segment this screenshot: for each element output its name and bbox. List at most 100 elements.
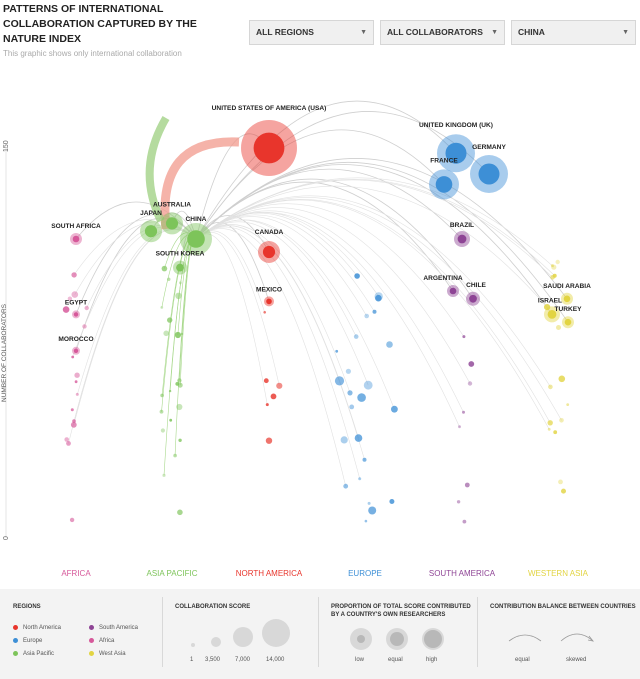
minor-country-dots	[62, 259, 570, 524]
country-bubble[interactable]	[161, 212, 183, 235]
y-tick-label: 0	[3, 536, 10, 540]
minor-country-dot	[263, 378, 269, 384]
minor-country-dot	[66, 441, 71, 446]
region-filter-dropdown[interactable]: ALL REGIONS ▼	[249, 20, 374, 45]
region-axis-label[interactable]: ASIA PACIFIC	[147, 569, 198, 578]
region-filter-label: ALL REGIONS	[256, 27, 314, 37]
minor-country-dot	[343, 483, 349, 489]
minor-country-dot	[347, 390, 353, 396]
country-bubble[interactable]	[241, 120, 297, 176]
collaborator-filter-dropdown[interactable]: ALL COLLABORATORS ▼	[380, 20, 505, 45]
country-label: ISRAEL	[538, 297, 562, 304]
minor-country-dot	[276, 382, 283, 389]
country-filter-dropdown[interactable]: CHINA ▼	[511, 20, 636, 45]
minor-country-dot	[265, 437, 273, 444]
minor-country-dot	[70, 421, 77, 428]
minor-country-dot	[159, 409, 164, 414]
minor-country-dot	[168, 389, 172, 393]
country-filter-label: CHINA	[518, 27, 545, 37]
country-bubble[interactable]	[173, 260, 187, 275]
chevron-down-icon: ▼	[491, 29, 498, 36]
country-bubble[interactable]	[466, 291, 480, 306]
page-subtitle: This graphic shows only international co…	[3, 49, 182, 58]
minor-country-dot	[70, 408, 74, 412]
minor-country-dot	[389, 499, 395, 504]
legend-regions-heading: REGIONS	[13, 604, 41, 610]
region-axis-label[interactable]: EUROPE	[348, 569, 382, 578]
minor-country-dot	[467, 381, 473, 386]
country-bubble[interactable]	[258, 241, 280, 263]
country-bubble[interactable]	[454, 231, 470, 247]
country-label: SOUTH KOREA	[156, 251, 205, 258]
country-bubble[interactable]	[140, 220, 162, 243]
region-axis-label[interactable]: SOUTH AMERICA	[429, 569, 496, 578]
minor-country-dot	[458, 425, 461, 429]
score-label-14000: 14,000	[266, 657, 285, 663]
minor-country-dot	[345, 368, 351, 374]
collaboration-arc	[195, 221, 270, 302]
country-label: ARGENTINA	[423, 275, 462, 282]
collaborator-filter-label: ALL COLLABORATORS	[387, 27, 483, 37]
country-bubble[interactable]	[544, 306, 560, 323]
country-bubble[interactable]	[562, 316, 574, 329]
minor-country-dot	[358, 477, 362, 481]
collaboration-arc	[195, 178, 474, 300]
collaboration-arc	[75, 217, 197, 351]
country-bubble[interactable]	[264, 296, 274, 307]
legend-region-item: South America	[89, 625, 138, 631]
legend-score-heading: COLLABORATION SCORE	[175, 604, 251, 610]
china-flow-arrows	[145, 115, 240, 230]
region-axis-label[interactable]: NORTH AMERICA	[236, 569, 303, 578]
collaboration-arc	[195, 219, 395, 410]
score-label-3500: 3,500	[205, 657, 221, 663]
collaboration-arc	[195, 197, 562, 421]
minor-country-dot	[175, 292, 182, 299]
chevron-down-icon: ▼	[622, 29, 629, 36]
country-labels: UNITED STATES OF AMERICA (USA)UNITED KIN…	[51, 105, 591, 343]
country-bubble[interactable]	[561, 292, 573, 305]
minor-country-dot	[67, 296, 73, 301]
minor-country-dot	[75, 392, 79, 396]
collaboration-arc	[195, 177, 555, 268]
minor-country-dot	[162, 473, 166, 477]
country-bubble[interactable]	[470, 155, 508, 193]
minor-country-dot	[160, 428, 165, 433]
region-axis-label[interactable]: WESTERN ASIA	[528, 569, 589, 578]
legend-region-label: South America	[99, 625, 139, 632]
country-bubble[interactable]	[72, 346, 80, 355]
legend-region-label: West Asia	[99, 651, 126, 658]
country-bubble[interactable]	[72, 310, 80, 319]
minor-country-dot	[468, 361, 475, 367]
minor-country-dot	[173, 453, 177, 458]
country-bubble[interactable]	[70, 233, 82, 245]
legend-region-item: Europe	[13, 638, 42, 644]
minor-country-dot	[174, 331, 181, 339]
minor-country-dot	[167, 277, 171, 281]
score-size-legend	[191, 619, 290, 647]
country-bubble[interactable]	[437, 134, 475, 173]
country-bubble[interactable]	[447, 285, 459, 297]
country-bubble[interactable]	[429, 169, 459, 200]
minor-country-dot	[177, 509, 183, 516]
region-axis-label[interactable]: AFRICA	[61, 569, 91, 578]
country-bubble[interactable]	[180, 223, 212, 255]
collaboration-chart[interactable]: UNITED STATES OF AMERICA (USA)UNITED KIN…	[0, 52, 640, 588]
collaboration-arc	[195, 185, 548, 308]
collaboration-arc	[179, 237, 197, 381]
collaboration-arc	[195, 207, 471, 384]
collaboration-arc	[195, 203, 465, 337]
minor-country-dot	[169, 418, 173, 422]
collaboration-arc	[195, 199, 551, 423]
country-label: GERMANY	[472, 144, 506, 151]
minor-country-dot	[386, 341, 393, 348]
minor-country-dot	[375, 294, 382, 302]
legend-region-label: Africa	[99, 638, 115, 645]
legend-region-item: Africa	[89, 638, 114, 644]
collaboration-arc	[195, 228, 346, 487]
minor-country-dot	[71, 272, 77, 278]
minor-country-dot	[547, 420, 553, 426]
legend-region-label: North America	[23, 625, 62, 632]
legend-swatch	[89, 651, 94, 656]
country-label: CHILE	[466, 282, 486, 289]
minor-country-dot	[334, 376, 345, 386]
